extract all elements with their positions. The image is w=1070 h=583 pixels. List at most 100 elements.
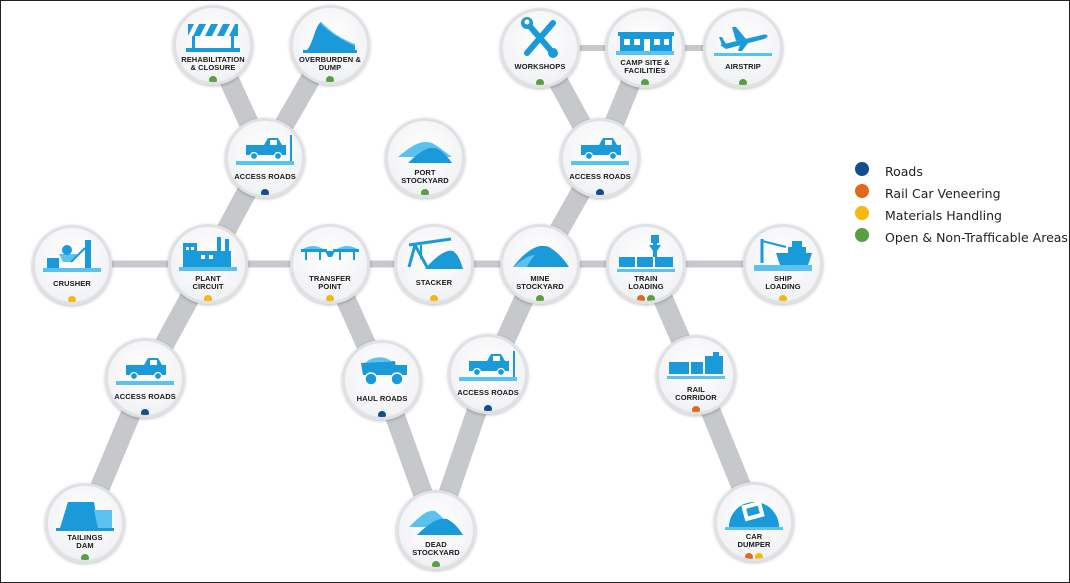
dump-icon bbox=[303, 22, 357, 53]
node-label: MINE STOCKYARD bbox=[516, 274, 564, 291]
status-dot bbox=[326, 76, 334, 82]
status-dot bbox=[536, 295, 544, 301]
node-stacker[interactable]: STACKER bbox=[394, 224, 474, 304]
node-label: CAMP SITE & FACILITIES bbox=[620, 58, 670, 75]
node-plant-circuit[interactable]: PLANT CIRCUIT bbox=[168, 224, 248, 304]
status-dot bbox=[68, 296, 76, 302]
stockpile-icon bbox=[398, 141, 452, 163]
node-label: ACCESS ROADS bbox=[114, 392, 176, 401]
node-label: ACCESS ROADS bbox=[457, 388, 519, 397]
status-dot bbox=[641, 79, 649, 85]
node-car-dumper[interactable]: CAR DUMPER bbox=[714, 482, 794, 562]
legend-swatch bbox=[855, 206, 869, 220]
node-status-dots bbox=[388, 189, 462, 195]
status-dot bbox=[745, 553, 753, 559]
node-label: CAR DUMPER bbox=[737, 532, 771, 549]
node-status-dots bbox=[293, 295, 367, 301]
node-status-dots bbox=[659, 406, 733, 412]
status-dot bbox=[432, 561, 440, 567]
node-status-dots bbox=[345, 411, 419, 417]
node-crusher[interactable]: CRUSHER bbox=[32, 225, 112, 305]
status-dot bbox=[596, 189, 604, 195]
node-access-roads-1[interactable]: ACCESS ROADS bbox=[225, 118, 305, 198]
node-rail-corridor[interactable]: RAIL CORRIDOR bbox=[656, 335, 736, 415]
building-icon bbox=[616, 32, 674, 55]
node-label: CRUSHER bbox=[53, 279, 91, 288]
node-label: PORT STOCKYARD bbox=[401, 168, 449, 185]
node-label: DEAD STOCKYARD bbox=[412, 540, 460, 557]
node-access-roads-4[interactable]: ACCESS ROADS bbox=[448, 334, 528, 414]
node-ship-loading[interactable]: SHIP LOADING bbox=[743, 224, 823, 304]
ship-icon bbox=[754, 239, 812, 271]
node-camp-site-facilities[interactable]: CAMP SITE & FACILITIES bbox=[605, 8, 685, 88]
node-port-stockyard[interactable]: PORT STOCKYARD bbox=[385, 118, 465, 198]
stockpile-icon bbox=[409, 510, 463, 535]
status-dot bbox=[647, 295, 655, 301]
node-workshops[interactable]: WORKSHOPS bbox=[500, 8, 580, 88]
node-access-roads-3[interactable]: ACCESS ROADS bbox=[105, 338, 185, 418]
legend-swatch bbox=[855, 162, 869, 176]
node-label: STACKER bbox=[415, 278, 453, 287]
status-dot bbox=[536, 79, 544, 85]
node-label: PLANT CIRCUIT bbox=[192, 274, 224, 291]
node-overburden-dump[interactable]: OVERBURDEN & DUMP bbox=[290, 5, 370, 85]
node-status-dots bbox=[293, 76, 367, 82]
node-label: SHIP LOADING bbox=[765, 274, 801, 291]
status-dot bbox=[378, 411, 386, 417]
status-dot bbox=[779, 295, 787, 301]
node-status-dots bbox=[746, 295, 820, 301]
legend-label: Roads bbox=[885, 164, 923, 179]
car-dumper-icon bbox=[725, 500, 783, 530]
stockpile-icon bbox=[513, 245, 569, 267]
legend-label: Open & Non-Trafficable Areas bbox=[885, 230, 1068, 245]
crusher-icon bbox=[43, 240, 101, 272]
train-loading-icon bbox=[617, 235, 675, 272]
legend-label: Rail Car Veneering bbox=[885, 186, 1001, 201]
node-label: REHABILITATION & CLOSURE bbox=[181, 55, 245, 72]
status-dot bbox=[209, 76, 217, 82]
node-status-dots bbox=[717, 553, 791, 559]
node-status-dots bbox=[108, 409, 182, 415]
node-status-dots bbox=[503, 295, 577, 301]
node-status-dots bbox=[48, 554, 122, 560]
node-label: TAILINGS DAM bbox=[67, 533, 103, 550]
legend-swatch bbox=[855, 228, 869, 242]
status-dot bbox=[421, 189, 429, 195]
legend-label: Materials Handling bbox=[885, 208, 1002, 223]
node-train-loading[interactable]: TRAIN LOADING bbox=[606, 224, 686, 304]
node-label: ACCESS ROADS bbox=[569, 172, 631, 181]
node-label: ACCESS ROADS bbox=[234, 172, 296, 181]
node-tailings-dam[interactable]: TAILINGS DAM bbox=[45, 483, 125, 563]
node-status-dots bbox=[503, 79, 577, 85]
node-label: OVERBURDEN & DUMP bbox=[298, 55, 362, 72]
node-mine-stockyard[interactable]: MINE STOCKYARD bbox=[500, 224, 580, 304]
node-status-dots bbox=[228, 189, 302, 195]
node-label: WORKSHOPS bbox=[514, 62, 566, 71]
node-status-dots bbox=[397, 295, 471, 301]
node-status-dots bbox=[176, 76, 250, 82]
node-access-roads-2[interactable]: ACCESS ROADS bbox=[560, 118, 640, 198]
node-status-dots bbox=[35, 296, 109, 302]
locomotive-icon bbox=[667, 352, 725, 379]
status-dot bbox=[261, 189, 269, 195]
status-dot bbox=[204, 295, 212, 301]
pickup-truck-icon bbox=[571, 138, 629, 165]
node-status-dots bbox=[171, 295, 245, 301]
node-label: TRAIN LOADING bbox=[628, 274, 664, 291]
node-rehabilitation-closure[interactable]: REHABILITATION & CLOSURE bbox=[173, 5, 253, 85]
node-dead-stockyard[interactable]: DEAD STOCKYARD bbox=[396, 490, 476, 570]
haul-truck-icon bbox=[361, 357, 407, 386]
node-airstrip[interactable]: AIRSTRIP bbox=[703, 8, 783, 88]
factory-icon bbox=[179, 237, 237, 271]
node-label: AIRSTRIP bbox=[725, 62, 761, 71]
node-haul-roads[interactable]: HAUL ROADS bbox=[342, 340, 422, 420]
pickup-truck-icon bbox=[116, 358, 174, 385]
pickup-truck-icon bbox=[236, 135, 294, 165]
legend-swatch bbox=[855, 184, 869, 198]
node-transfer-point[interactable]: TRANSFER POINT bbox=[290, 224, 370, 304]
status-dot bbox=[637, 295, 645, 301]
status-dot bbox=[141, 409, 149, 415]
dam-icon bbox=[56, 502, 114, 531]
status-dot bbox=[484, 405, 492, 411]
status-dot bbox=[326, 295, 334, 301]
